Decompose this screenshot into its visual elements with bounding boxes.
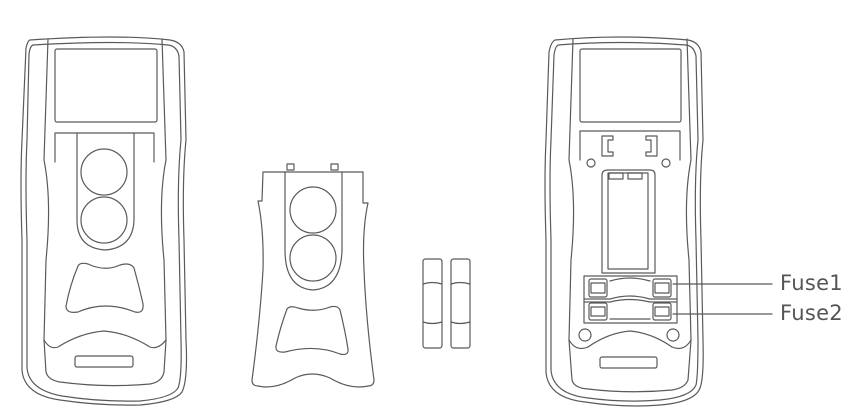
fuse2-label: Fuse2: [780, 301, 843, 325]
meter-front-assembled: [20, 36, 188, 406]
fuses: [422, 258, 471, 349]
back-cover: [251, 163, 375, 388]
meter-back-open: [544, 36, 773, 407]
fuse1-label: Fuse1: [780, 271, 843, 295]
